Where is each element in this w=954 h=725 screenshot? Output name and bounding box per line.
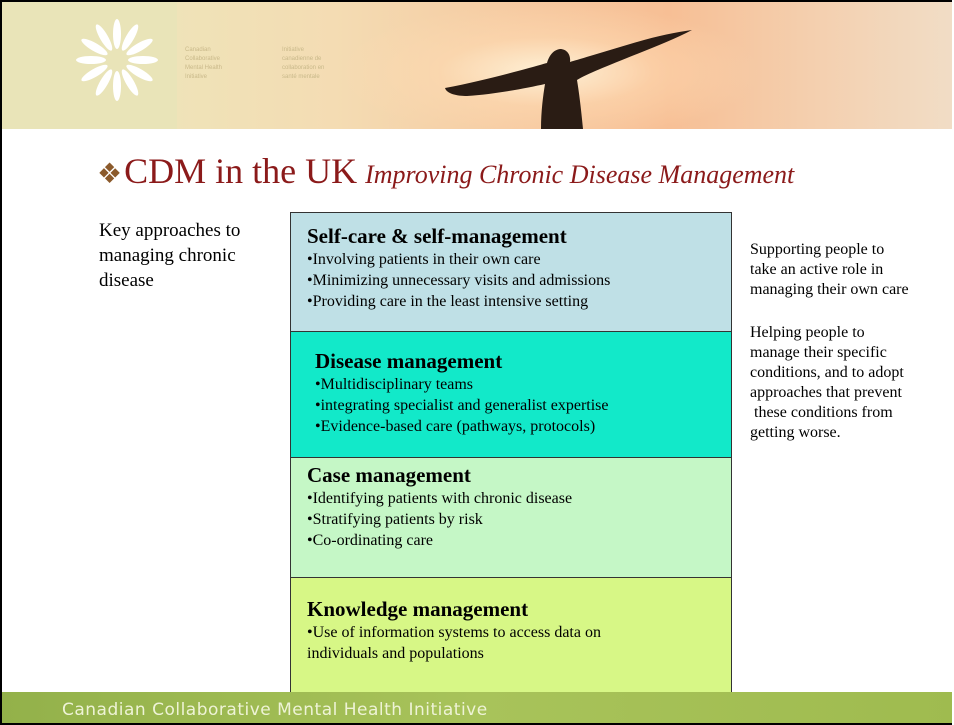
layer-heading: Self-care & self-management <box>307 224 567 248</box>
diamond-bullet-icon: ❖ <box>97 159 123 190</box>
header-banner: Canadian Collaborative Mental Health Ini… <box>2 2 952 129</box>
right-note-disease: Helping people to manage their specific … <box>750 324 904 441</box>
person-silhouette-icon <box>445 30 692 129</box>
layer-case-management: Case management •Identifying patients wi… <box>291 458 731 578</box>
banner-logo-panel <box>2 2 177 129</box>
layer-item: •Stratifying patients by risk <box>307 511 483 528</box>
footer-bar: Canadian Collaborative Mental Health Ini… <box>2 692 952 723</box>
sunburst-logo-icon <box>76 19 158 101</box>
title-subtitle: Improving Chronic Disease Management <box>365 160 795 189</box>
layer-self-care: Self-care & self-management •Involving p… <box>291 213 731 332</box>
layer-item: •Co-ordinating care <box>307 532 433 549</box>
footer-text: Canadian Collaborative Mental Health Ini… <box>62 700 488 720</box>
layer-knowledge-management: Knowledge management •Use of information… <box>291 578 731 695</box>
layer-item: •Providing care in the least intensive s… <box>307 293 589 310</box>
banner-org-name: Canadian Collaborative Mental Health Ini… <box>185 47 223 80</box>
layer-item: •Use of information systems to access da… <box>307 624 601 662</box>
right-note-self-care: Supporting people to take an active role… <box>750 241 909 298</box>
layer-disease-management: Disease management •Multidisciplinary te… <box>291 332 731 458</box>
layer-item: •integrating specialist and generalist e… <box>315 397 609 414</box>
layer-item: •Evidence-based care (pathways, protocol… <box>315 418 596 435</box>
layer-item: •Minimizing unnecessary visits and admis… <box>307 272 611 289</box>
banner-tagline: Initiative canadienne de collaboration e… <box>282 47 325 80</box>
approaches-stack: Self-care & self-management •Involving p… <box>290 212 732 696</box>
layer-item: •Involving patients in their own care <box>307 251 541 268</box>
layer-heading: Knowledge management <box>307 597 529 621</box>
layer-item: •Multidisciplinary teams <box>315 376 474 393</box>
title-main: CDM in the UK <box>124 151 358 191</box>
layer-item: •Identifying patients with chronic disea… <box>307 490 573 507</box>
left-note: Key approaches to managing chronic disea… <box>99 220 241 291</box>
layer-heading: Case management <box>307 463 471 487</box>
layer-heading: Disease management <box>315 349 503 373</box>
